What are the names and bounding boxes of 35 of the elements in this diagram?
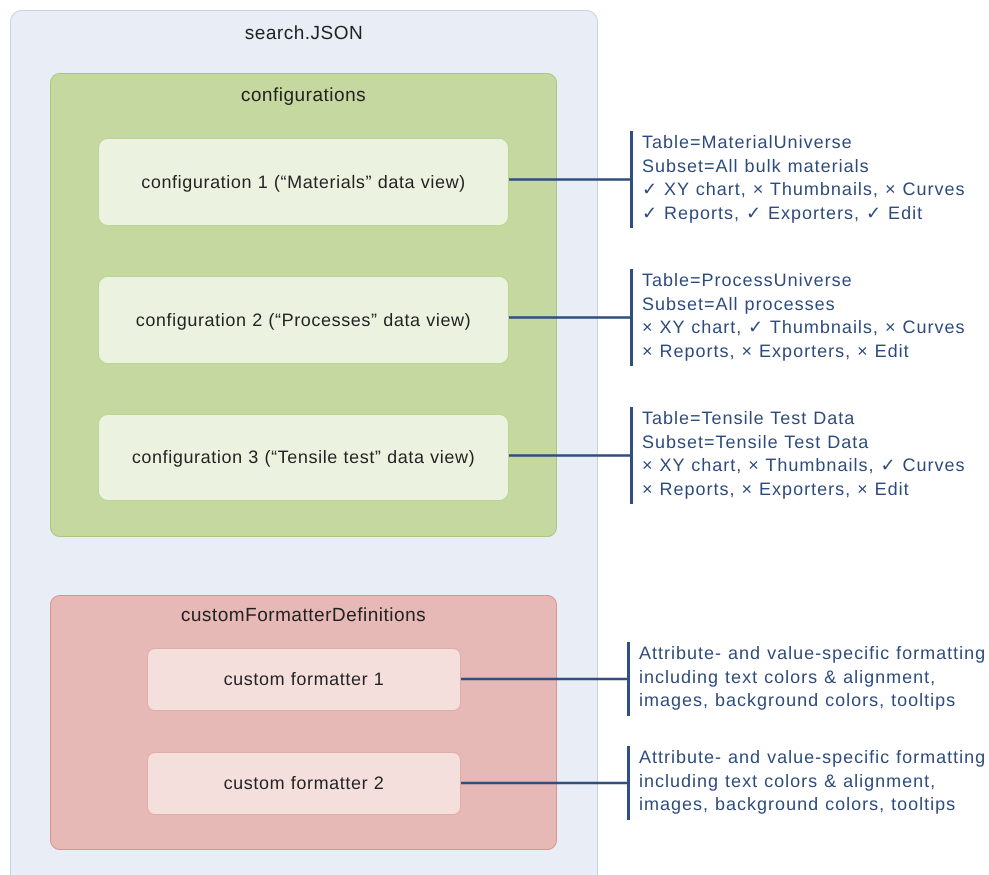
note-text: Table=ProcessUniverse (642, 269, 853, 292)
config-box (98, 276, 509, 364)
note-text: × XY chart, ✓ Thumbnails, × Curves (642, 316, 966, 339)
group-heading: configurations (240, 85, 368, 107)
connector-line (461, 782, 628, 784)
formatter-box (147, 648, 461, 711)
note-text: Attribute- and value-specific formatting including text colors & alignment, images, background colors, tooltips (639, 642, 987, 712)
note-text: Subset=Tensile Test Data (642, 430, 870, 454)
group-panel (50, 595, 557, 850)
config-box (98, 414, 509, 501)
config-box (98, 138, 509, 226)
note-text: Table=MaterialUniverse (642, 131, 853, 154)
box-label: custom formatter 2 (224, 773, 384, 794)
group-heading: customFormatterDefinitions (180, 605, 428, 627)
box-label: configuration 1 (“Materials” data view) (141, 172, 466, 192)
box-label: configuration 2 (“Processes” data view) (136, 310, 472, 330)
note-text: Subset=All bulk materials (642, 154, 870, 178)
note-text: × Reports, × Exporters, × Edit (642, 478, 910, 501)
note-text: ✓ XY chart, × Thumbnails, × Curves (642, 178, 966, 201)
box-label: configuration 3 (“Tensile test” data view) (132, 447, 476, 468)
connector-line (461, 678, 628, 680)
box-label: custom formatter 1 (224, 669, 384, 690)
group-panel (50, 73, 557, 537)
note-text: Table=Tensile Test Data (642, 407, 856, 430)
connector-line (509, 454, 631, 457)
group-heading: search.JSON (244, 23, 364, 45)
connector-line (509, 316, 631, 319)
formatter-box (147, 752, 461, 815)
note-text: × XY chart, × Thumbnails, ✓ Curves (642, 454, 966, 477)
note-text: × Reports, × Exporters, × Edit (642, 340, 910, 363)
file-container (10, 10, 598, 875)
note-text: ✓ Reports, ✓ Exporters, ✓ Edit (642, 202, 924, 225)
note-text: Attribute- and value-specific formatting including text colors & alignment, images, background colors, tooltips (639, 746, 987, 816)
note-text: Subset=All processes (642, 292, 836, 316)
connector-line (509, 178, 631, 181)
